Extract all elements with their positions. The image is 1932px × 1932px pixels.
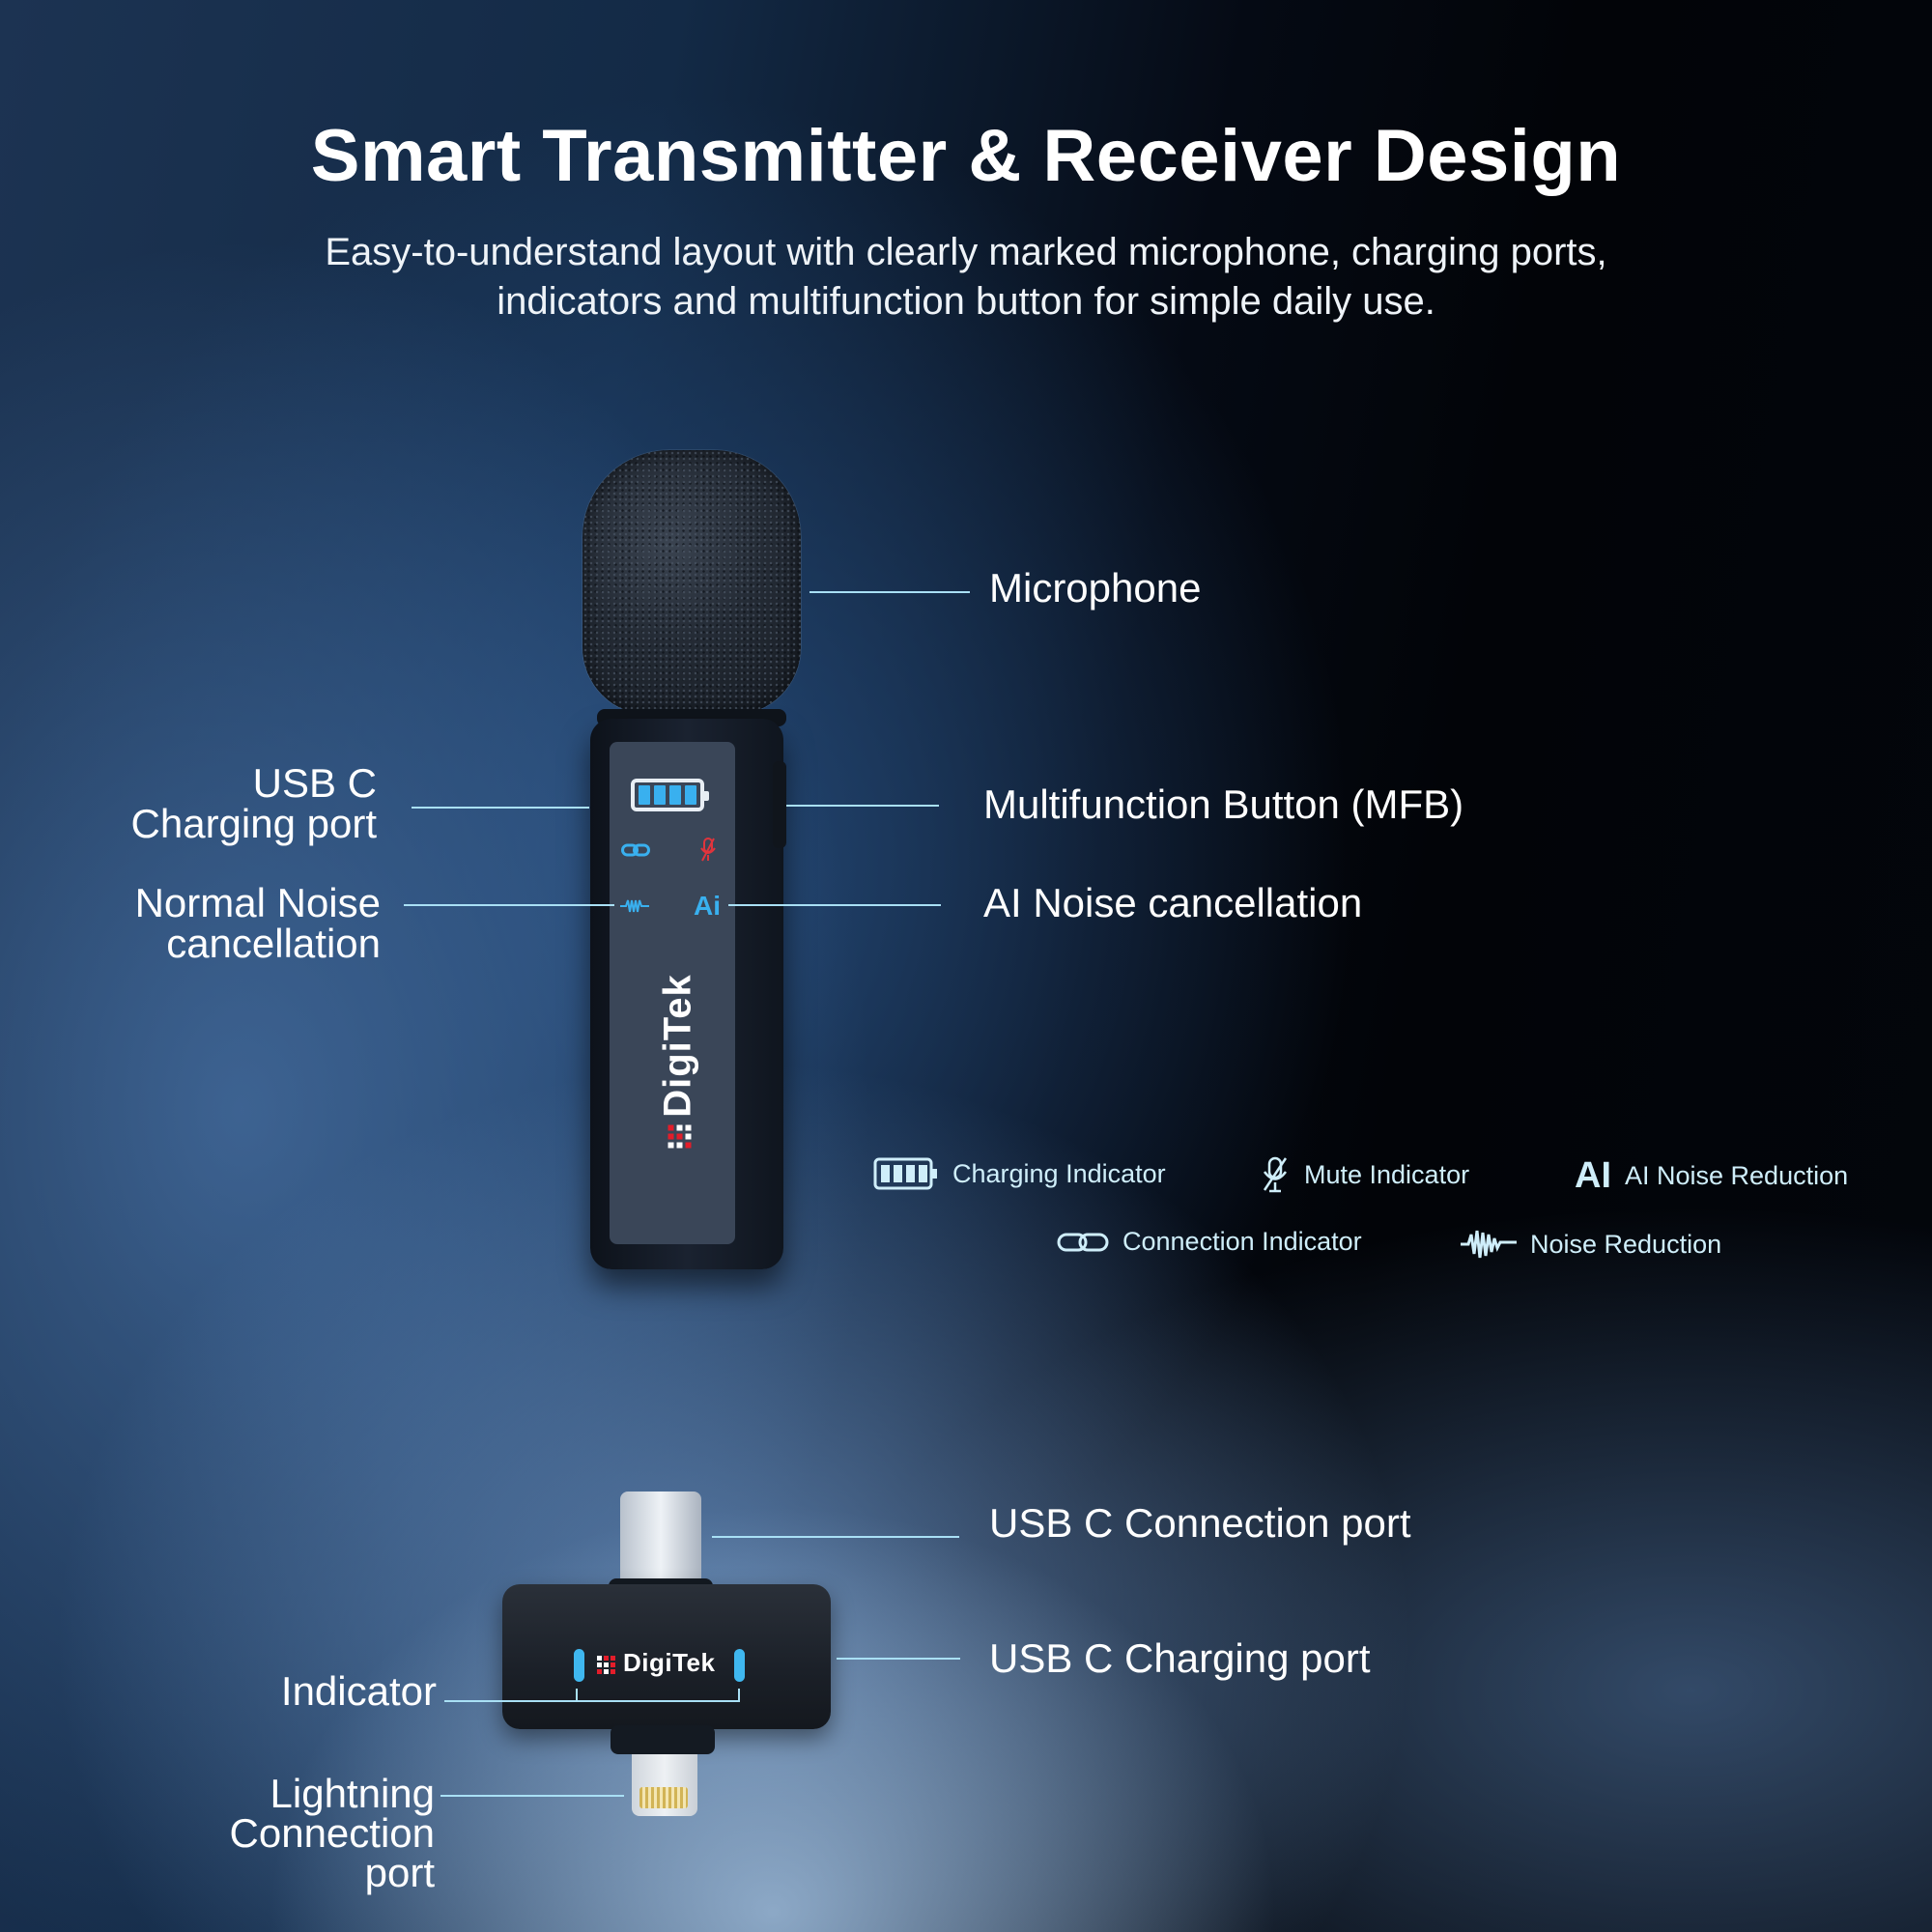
- ai-icon: AI: [1575, 1155, 1611, 1196]
- waveform-icon: [1461, 1230, 1517, 1259]
- subtitle-line-2: indicators and multifunction button for …: [497, 280, 1435, 323]
- usb-c-charging-port-label: USB C Charging port: [130, 760, 377, 846]
- page-title: Smart Transmitter & Receiver Design: [310, 115, 1622, 197]
- legend-item-ai: AI AI Noise Reduction: [1575, 1155, 1849, 1196]
- subtitle-line-1: Easy-to-understand layout with clearly m…: [325, 231, 1607, 273]
- microphone-leader-line: [810, 591, 970, 593]
- usb-c-connection-leader-line: [712, 1536, 959, 1538]
- link-icon: [621, 843, 650, 857]
- legend-item-noise: Noise Reduction: [1461, 1227, 1721, 1262]
- brand-grid-icon: [668, 1124, 692, 1149]
- usb-c-connection-port-label: USB C Connection port: [989, 1500, 1411, 1546]
- mfb-label: Multifunction Button (MFB): [983, 781, 1464, 827]
- ai-noise-leader-line: [728, 904, 941, 906]
- indicator-leader-tick-left: [576, 1689, 578, 1702]
- mute-mic-icon: [1263, 1156, 1288, 1193]
- transmitter-brand-text: DigiTek: [656, 974, 699, 1118]
- receiver-body: [502, 1584, 831, 1729]
- receiver-brand-logo: DigiTek: [597, 1648, 715, 1678]
- lightning-leader-line: [440, 1795, 624, 1797]
- usb-c-charging-receiver-leader-line: [837, 1658, 960, 1660]
- indicator-leader-tick-right: [738, 1689, 740, 1702]
- microphone-label: Microphone: [989, 565, 1202, 611]
- mfb-leader-line: [786, 805, 939, 807]
- ai-icon: Ai: [694, 891, 721, 921]
- usb-c-connector: [620, 1492, 701, 1588]
- battery-icon: [631, 779, 709, 811]
- legend-item-charging: Charging Indicator: [873, 1157, 1166, 1190]
- multifunction-button[interactable]: [773, 761, 786, 848]
- microphone-foam: [582, 450, 801, 715]
- normal-noise-cancellation-label: Normal Noise cancellation: [134, 880, 381, 966]
- lightning-pins: [639, 1787, 688, 1808]
- legend-item-mute: Mute Indicator: [1260, 1155, 1469, 1194]
- usb-c-charging-port-label-receiver: USB C Charging port: [989, 1635, 1371, 1681]
- indicator-label: Indicator: [280, 1668, 437, 1714]
- usb-c-charging-leader-line: [412, 807, 589, 809]
- brand-grid-icon: [597, 1655, 615, 1674]
- ai-noise-cancellation-label: AI Noise cancellation: [983, 880, 1363, 925]
- waveform-icon: [620, 899, 649, 913]
- normal-noise-leader-line: [404, 904, 614, 906]
- link-icon: [1057, 1233, 1109, 1251]
- indicator-leader-line: [444, 1700, 740, 1702]
- receiver-brand-text: DigiTek: [623, 1648, 716, 1677]
- indicator-led-right: [734, 1649, 745, 1682]
- lightning-connector-base: [611, 1725, 715, 1754]
- transmitter-brand-logo: DigiTek: [657, 936, 700, 1187]
- battery-icon: [873, 1157, 937, 1190]
- indicator-led-left: [574, 1649, 584, 1682]
- legend-item-connection: Connection Indicator: [1057, 1227, 1362, 1257]
- page-subtitle: Easy-to-understand layout with clearly m…: [145, 228, 1787, 327]
- transmitter-front-panel: [610, 742, 735, 1244]
- mute-mic-icon: [700, 838, 716, 862]
- lightning-connection-port-label: Lightning Connection port: [229, 1771, 435, 1895]
